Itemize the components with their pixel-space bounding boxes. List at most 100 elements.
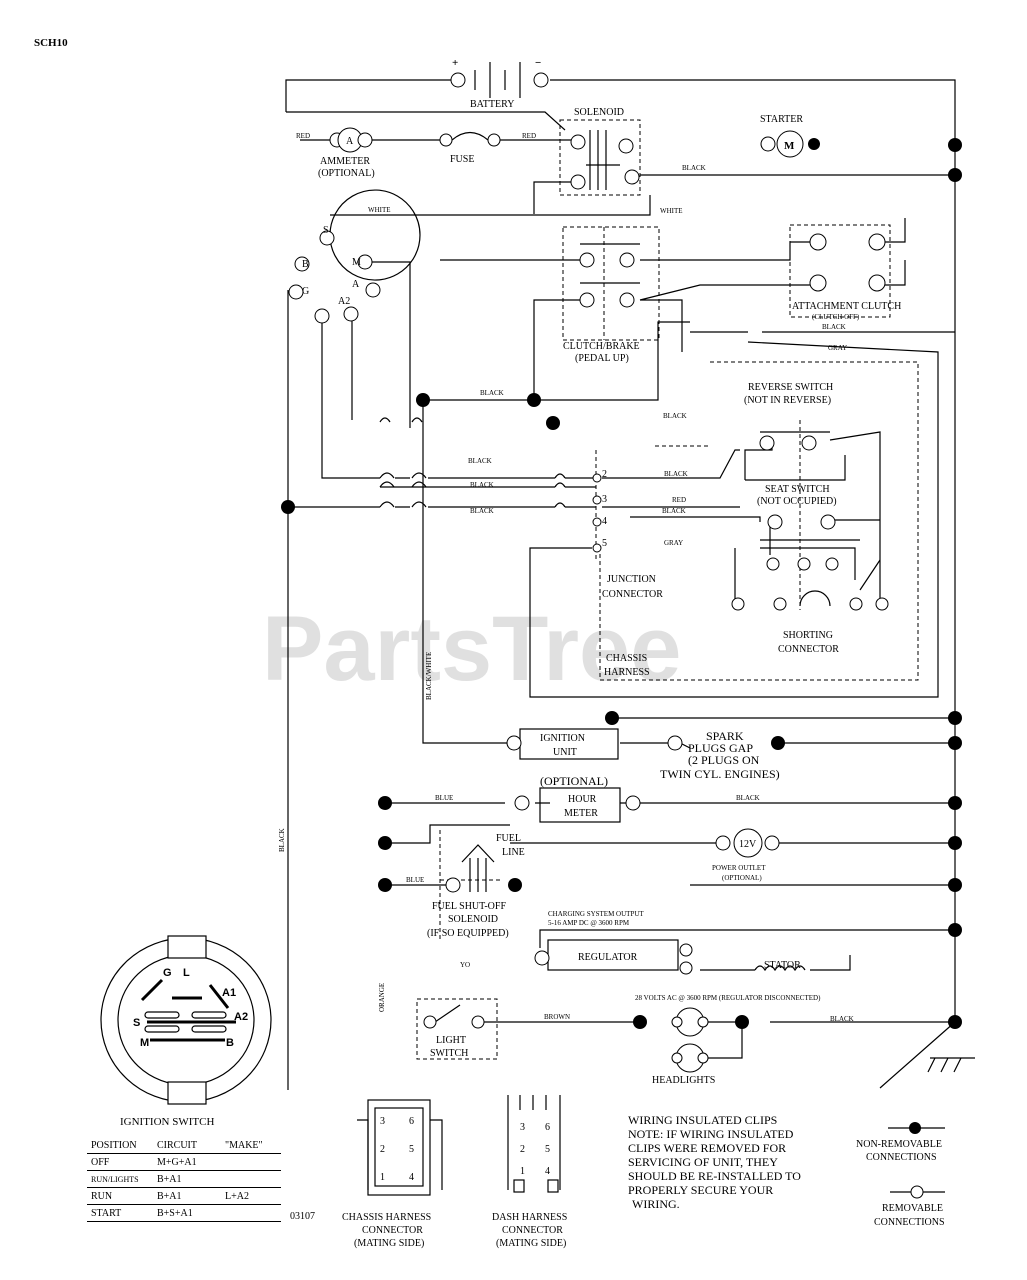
note-line-5: SHOULD BE RE-INSTALLED TO [628,1169,801,1183]
light-label: LIGHT [436,1035,466,1046]
headlights: HEADLIGHTS [652,1007,715,1086]
ign-a: A [352,279,360,290]
legend-removable-2: CONNECTIONS [874,1217,945,1228]
legend-removable-1: REMOVABLE [882,1203,943,1214]
note-line-3: CLIPS WERE REMOVED FOR [628,1141,786,1155]
spark-plugs: SPARK PLUGS GAP (2 PLUGS ON TWIN CYL. EN… [660,729,780,781]
wire-black-5: BLACK [468,457,492,465]
shorting-label: SHORTING [783,630,833,641]
table-header: "MAKE" [221,1137,281,1154]
table-header: POSITION [87,1137,153,1154]
seat-switch: SEAT SWITCH (NOT OCCUPIED) [757,484,860,571]
hour-label: HOUR [568,794,597,805]
spark-line-3: (2 PLUGS ON [688,753,760,767]
wire-color-labels: RED RED BLACK WHITE WHITE BLACK GRAY BLA… [278,132,854,1023]
legend-nonremovable-1: NON-REMOVABLE [856,1139,942,1150]
junction-pin-3: 3 [602,494,607,505]
table-cell [221,1153,281,1171]
table-cell: L+A2 [221,1187,281,1205]
note-line-7: WIRING. [632,1197,680,1211]
table-cell [221,1170,281,1188]
note-line-6: PROPERLY SECURE YOUR [628,1183,773,1197]
attachment-clutch-sub: (CLUTCH OFF) [812,313,860,321]
clutch-brake: CLUTCH/BRAKE (PEDAL UP) [563,243,640,364]
chassis-pin-2: 2 [380,1144,385,1155]
wire-black-11: BLACK [830,1015,854,1023]
table-row: OFF M+G+A1 [87,1153,281,1171]
ammeter: A AMMETER (OPTIONAL) [318,127,375,179]
chassis-pin-3: 3 [380,1116,385,1127]
table-header-row: POSITION CIRCUIT "MAKE" [87,1137,281,1154]
dash-conn-label-3: (MATING SIDE) [496,1238,566,1249]
shorting-label-2: CONNECTOR [778,644,839,655]
harness-label: HARNESS [604,667,650,678]
table-header: CIRCUIT [153,1137,221,1154]
wire-orange: ORANGE [378,983,386,1012]
fuel-line-label-2: LINE [502,847,525,858]
dash-pin-2: 2 [520,1144,525,1155]
chassis-pin-5: 5 [409,1144,414,1155]
chassis-label: CHASSIS [606,653,647,664]
clutch-brake-sub: (PEDAL UP) [575,353,629,364]
fuel-sol-2: SOLENOID [448,914,498,925]
wire-black-2: BLACK [822,323,846,331]
chassis-pin-6: 6 [409,1116,414,1127]
sw-s: S [133,1017,140,1029]
table-cell: B+S+A1 [153,1204,221,1222]
ign-m: M [352,257,361,268]
battery-label: BATTERY [470,99,514,110]
table-cell: OFF [87,1153,153,1171]
junction-connector: 2 3 4 5 JUNCTION CONNECTOR CHASSIS HARNE… [592,469,663,678]
wire-black-9: BLACK [662,507,686,515]
spark-line-4: TWIN CYL. ENGINES) [660,767,780,781]
solenoid: SOLENOID [570,107,640,190]
wire-black-1: BLACK [682,164,706,172]
main-wires [285,79,975,1090]
table-row: START B+S+A1 [87,1204,281,1222]
shorting-connector: SHORTING CONNECTOR [731,590,889,655]
seat-switch-sub: (NOT OCCUPIED) [757,496,837,507]
junction-label: JUNCTION [607,574,656,585]
wire-black-4: BLACK [663,412,687,420]
power-outlet-v: 12V [739,839,757,850]
ac-note: 28 VOLTS AC @ 3600 RPM (REGULATOR DISCON… [635,994,821,1002]
wire-red-2: RED [522,132,536,140]
ignition-switch-terminals: S B M G A A2 [288,189,421,324]
ign-s: S [323,225,329,236]
headlights-label: HEADLIGHTS [652,1075,715,1086]
wire-black-8: BLACK [470,507,494,515]
table-cell: START [87,1204,153,1222]
wire-brown: BROWN [544,1013,570,1021]
fuel-sol-3: (IF SO EQUIPPED) [427,928,509,939]
table-cell: RUN/LIGHTS [87,1170,153,1188]
attachment-clutch-label: ATTACHMENT CLUTCH [792,301,901,312]
junction-pin-2: 2 [602,469,607,480]
reverse-switch: REVERSE SWITCH (NOT IN REVERSE) [744,382,833,451]
power-outlet-sub: (OPTIONAL) [722,874,762,882]
wire-black-6: BLACK [664,470,688,478]
table-cell [221,1204,281,1222]
sw-a1: A1 [222,987,236,999]
table-row: RUN/LIGHTS B+A1 [87,1170,281,1188]
chassis-conn-label-1: CHASSIS HARNESS [342,1212,431,1223]
wire-gray-1: GRAY [828,344,847,352]
spark-line-2: PLUGS GAP [688,741,753,755]
junction-label-2: CONNECTOR [602,589,663,600]
legend-nonremovable-2: CONNECTIONS [866,1152,937,1163]
regulator-label: REGULATOR [578,952,638,963]
ignition-switch-face: G L A1 A2 S M B [100,935,272,1105]
attachment-clutch: ATTACHMENT CLUTCH (CLUTCH OFF) [792,233,901,321]
stator-label: STATOR [764,960,801,971]
sw-a2: A2 [234,1011,248,1023]
figure-number: 03107 [290,1211,315,1222]
wire-blue-2: BLUE [406,876,424,884]
solenoid-label: SOLENOID [574,107,624,118]
charging-1: CHARGING SYSTEM OUTPUT [548,910,644,918]
ignition-unit-label-2: UNIT [553,747,577,758]
ign-g: G [302,286,309,297]
wire-crossings [379,417,566,508]
wire-red-3: RED [672,496,686,504]
fuel-shutoff-solenoid: FUEL LINE FUEL SHUT-OFF SOLENOID (IF SO … [427,833,525,939]
junction-pin-5: 5 [602,538,607,549]
